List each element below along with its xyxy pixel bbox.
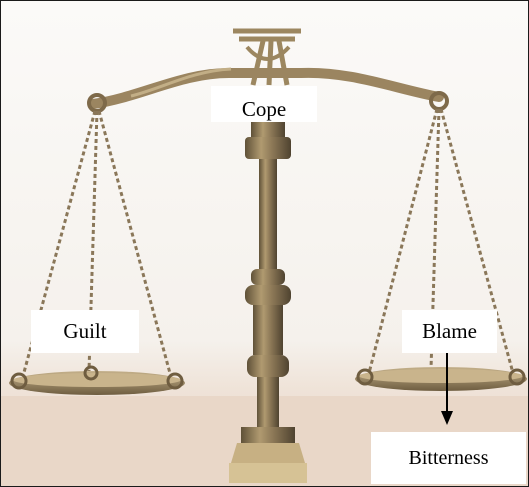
label-cope: Cope [211, 86, 317, 122]
right-pan [355, 367, 527, 391]
left-pan [9, 367, 185, 395]
label-guilt: Guilt [31, 310, 139, 353]
label-blame: Blame [402, 310, 497, 353]
label-bitterness: Bitterness [371, 432, 526, 484]
